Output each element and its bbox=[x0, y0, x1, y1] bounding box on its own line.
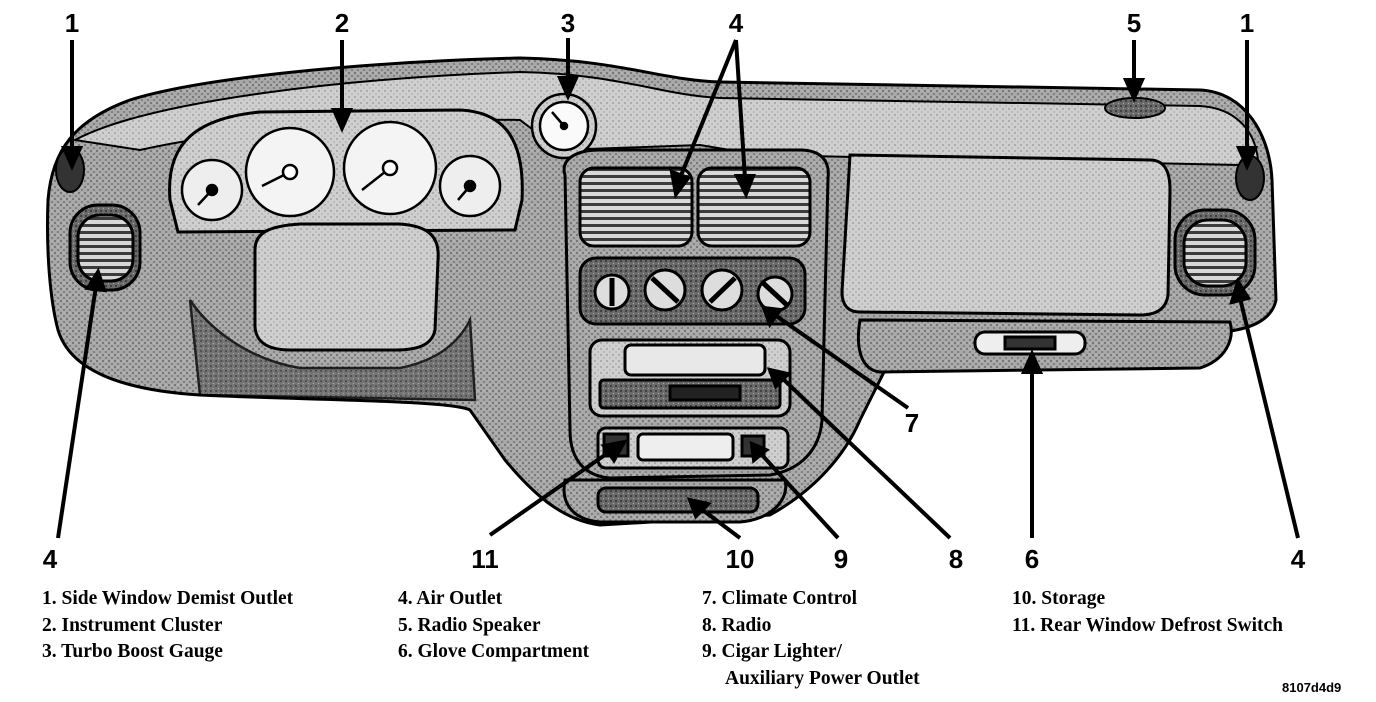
glove-compartment bbox=[840, 153, 1233, 374]
callout-4-right: 4 bbox=[1290, 544, 1306, 574]
callout-2: 2 bbox=[334, 8, 350, 38]
callout-3: 3 bbox=[560, 8, 576, 38]
climate-control-panel bbox=[578, 256, 807, 326]
legend-item-10: 10. Storage bbox=[1012, 588, 1106, 609]
radio-speaker bbox=[1104, 97, 1166, 119]
callout-6: 6 bbox=[1024, 544, 1040, 574]
right-air-outlet bbox=[1173, 208, 1257, 297]
legend-item-1: 1. Side Window Demist Outlet bbox=[42, 588, 294, 609]
legend-column-1: 1. Side Window Demist Outlet 2. Instrume… bbox=[42, 586, 293, 666]
radio-unit bbox=[588, 338, 792, 418]
callout-8: 8 bbox=[948, 544, 964, 574]
legend-column-2: 4. Air Outlet 5. Radio Speaker 6. Glove … bbox=[398, 586, 589, 666]
storage-bin bbox=[562, 478, 788, 524]
legend-column-4: 10. Storage 11. Rear Window Defrost Swit… bbox=[1012, 586, 1283, 639]
legend-item-4: 4. Air Outlet bbox=[398, 588, 503, 609]
lighter-defrost-panel bbox=[596, 426, 790, 470]
turbo-boost-gauge bbox=[530, 92, 598, 160]
steering-airbag-pad bbox=[253, 222, 440, 352]
legend-item-2: 2. Instrument Cluster bbox=[42, 614, 223, 636]
callout-9: 9 bbox=[833, 544, 849, 574]
legend-item-6: 6. Glove Compartment bbox=[398, 641, 590, 662]
legend-item-5: 5. Radio Speaker bbox=[398, 614, 541, 636]
legend-item-9: 9. Cigar Lighter/ bbox=[702, 641, 842, 662]
callout-1-right: 1 bbox=[1239, 8, 1255, 38]
callout-10: 10 bbox=[725, 544, 755, 574]
callout-4-left: 4 bbox=[42, 544, 58, 574]
left-air-outlet bbox=[68, 203, 142, 292]
legend-item-7: 7. Climate Control bbox=[702, 588, 858, 609]
legend-column-3: 7. Climate Control 8. Radio 9. Cigar Lig… bbox=[702, 586, 920, 692]
center-air-outlets bbox=[578, 166, 812, 248]
figure-reference-code: 8107d4d9 bbox=[1282, 680, 1342, 695]
callout-5: 5 bbox=[1126, 8, 1142, 38]
callout-11: 11 bbox=[471, 544, 499, 574]
legend-item-3: 3. Turbo Boost Gauge bbox=[42, 641, 223, 662]
callout-7: 7 bbox=[904, 408, 920, 438]
callout-4-top: 4 bbox=[728, 8, 744, 38]
leader-lines bbox=[56, 38, 1300, 540]
legend-item-9-continued: Auxiliary Power Outlet bbox=[725, 667, 920, 689]
instrument-cluster-gauges bbox=[180, 120, 502, 222]
callout-1-left: 1 bbox=[64, 8, 80, 38]
lower-knee-panel bbox=[188, 299, 477, 402]
legend-item-11: 11. Rear Window Defrost Switch bbox=[1012, 614, 1284, 636]
legend-item-8: 8. Radio bbox=[702, 614, 772, 636]
